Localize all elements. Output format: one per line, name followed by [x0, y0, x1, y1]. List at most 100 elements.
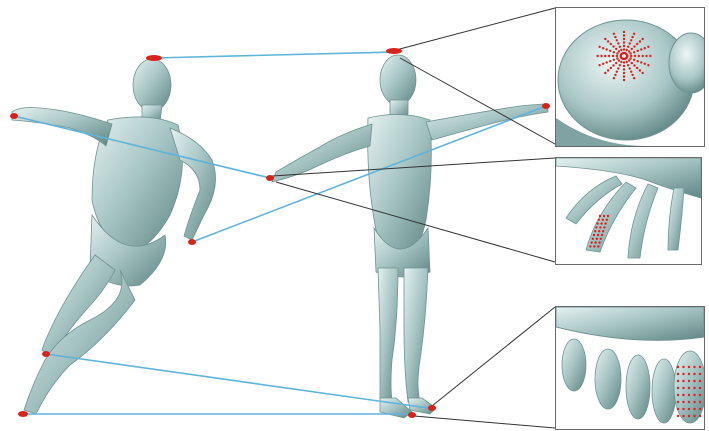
head-sample-point	[647, 46, 649, 48]
head-sample-point	[619, 64, 621, 66]
toe-sample-point	[693, 373, 695, 375]
toe-sample-point	[688, 366, 690, 368]
source-head	[133, 59, 171, 111]
head-sample-point	[604, 38, 606, 40]
head-sample-point	[616, 57, 618, 59]
patch-target-right-hand	[542, 103, 550, 109]
head-sample-point	[610, 67, 612, 69]
head-sample-point	[620, 49, 622, 51]
toe-sample-point	[688, 415, 690, 417]
finger-sample-point	[600, 222, 602, 224]
source-left-arm	[12, 108, 112, 147]
head-sample-point	[623, 61, 625, 63]
target-right-leg	[404, 268, 428, 402]
head-sample-point	[626, 54, 628, 56]
inset-head-closeup	[555, 7, 705, 147]
toe-sample-point	[682, 373, 684, 375]
toe-sample-point	[688, 394, 690, 396]
head-sample-point	[640, 48, 642, 50]
target-head	[380, 55, 416, 105]
finger-sample-point	[603, 215, 605, 217]
finger-sample-point	[596, 222, 598, 224]
head-sample-point	[636, 67, 638, 69]
head-sample-point	[613, 77, 615, 79]
head-sample-point	[614, 36, 616, 38]
head-sample-point	[623, 48, 625, 50]
head-sample-point	[637, 50, 639, 52]
finger-sample-point	[598, 219, 600, 221]
head-sample-point	[639, 40, 641, 42]
head-sample-point	[633, 51, 635, 53]
head-sample-point	[633, 77, 635, 79]
finger-sample-point	[594, 230, 596, 232]
toe-sample-point	[693, 408, 695, 410]
patch-target-left-hand	[266, 175, 274, 181]
finger-sample-point	[602, 219, 604, 221]
toe-sample-point	[682, 380, 684, 382]
toe-sample-point	[693, 380, 695, 382]
toe-sample-point	[699, 415, 701, 417]
head-sample-point	[606, 61, 608, 63]
head-sample-point	[620, 61, 622, 63]
toe-sample-point	[682, 401, 684, 403]
head-sample-point	[649, 55, 651, 57]
foot-closeup-icon	[556, 307, 704, 429]
target-left-foot	[380, 398, 412, 418]
finger-sample-point	[595, 226, 597, 228]
head-sample-point	[640, 61, 642, 63]
head-sample-point	[623, 34, 625, 36]
head-sample-point	[600, 55, 602, 57]
head-sample-point	[615, 62, 617, 64]
head-sample-point	[626, 49, 628, 51]
head-sample-point	[627, 46, 629, 48]
finger-sample-point	[604, 222, 606, 224]
toe-sample-point	[677, 401, 679, 403]
head-sample-point	[631, 36, 633, 38]
head-sample-point	[618, 50, 620, 52]
head-sample-point	[609, 50, 611, 52]
toe-sample-point	[682, 394, 684, 396]
head-sample-point	[629, 42, 631, 44]
finger-sample-point	[599, 226, 601, 228]
head-sample-point	[616, 52, 618, 54]
head-sample-point	[616, 39, 618, 41]
finger-sample-point	[593, 234, 595, 236]
head-sample-point	[631, 48, 633, 50]
head-sample-point	[629, 57, 631, 59]
finger-sample-point	[602, 230, 604, 232]
head-sample-point	[617, 67, 619, 69]
toe-sample-point	[699, 401, 701, 403]
toe-sample-point	[693, 387, 695, 389]
finger-sample-point	[601, 234, 603, 236]
head-sample-point	[647, 64, 649, 66]
head-sample-point	[633, 45, 635, 47]
head-sample-point	[623, 68, 625, 70]
finger-sample-point	[606, 219, 608, 221]
target-human-mesh	[272, 55, 548, 418]
toe-sample-point	[677, 380, 679, 382]
target-left-leg	[378, 268, 398, 400]
head-sample-point	[634, 55, 636, 57]
head-sample-point	[628, 59, 630, 61]
callout-foot-bottom	[414, 416, 555, 428]
head-sample-point	[623, 65, 625, 67]
source-human-mesh	[12, 59, 216, 414]
toe-sample-point	[677, 408, 679, 410]
head-sample-point	[602, 63, 604, 65]
head-sample-point	[612, 64, 614, 66]
head-sample-point	[629, 67, 631, 69]
head-sample-point	[623, 79, 625, 81]
toe-sample-point	[677, 387, 679, 389]
patch-source-head	[146, 55, 162, 61]
head-sample-point	[623, 75, 625, 77]
patch-source-back-foot	[18, 411, 28, 417]
toe-sample-point	[688, 387, 690, 389]
toe-sample-point	[693, 394, 695, 396]
finger-sample-point	[597, 245, 599, 247]
head-sample-point	[642, 55, 644, 57]
head-sample-point	[617, 42, 619, 44]
toe-sample-point	[688, 380, 690, 382]
patch-target-right-foot	[428, 405, 436, 411]
head-sample-point	[628, 50, 630, 52]
